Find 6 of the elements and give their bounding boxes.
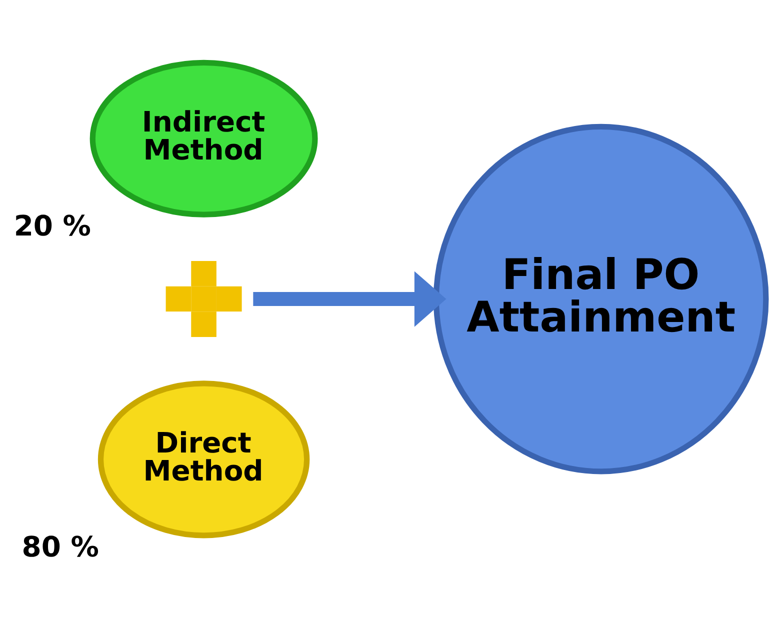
arrow (253, 270, 446, 326)
node-label: 80 % (22, 530, 99, 564)
node-circle: Final PO Attainment (433, 123, 769, 474)
node-label: 20 % (14, 209, 91, 242)
node-ellipse: Indirect Method (90, 59, 318, 217)
node-ellipse: Direct Method (98, 380, 310, 538)
